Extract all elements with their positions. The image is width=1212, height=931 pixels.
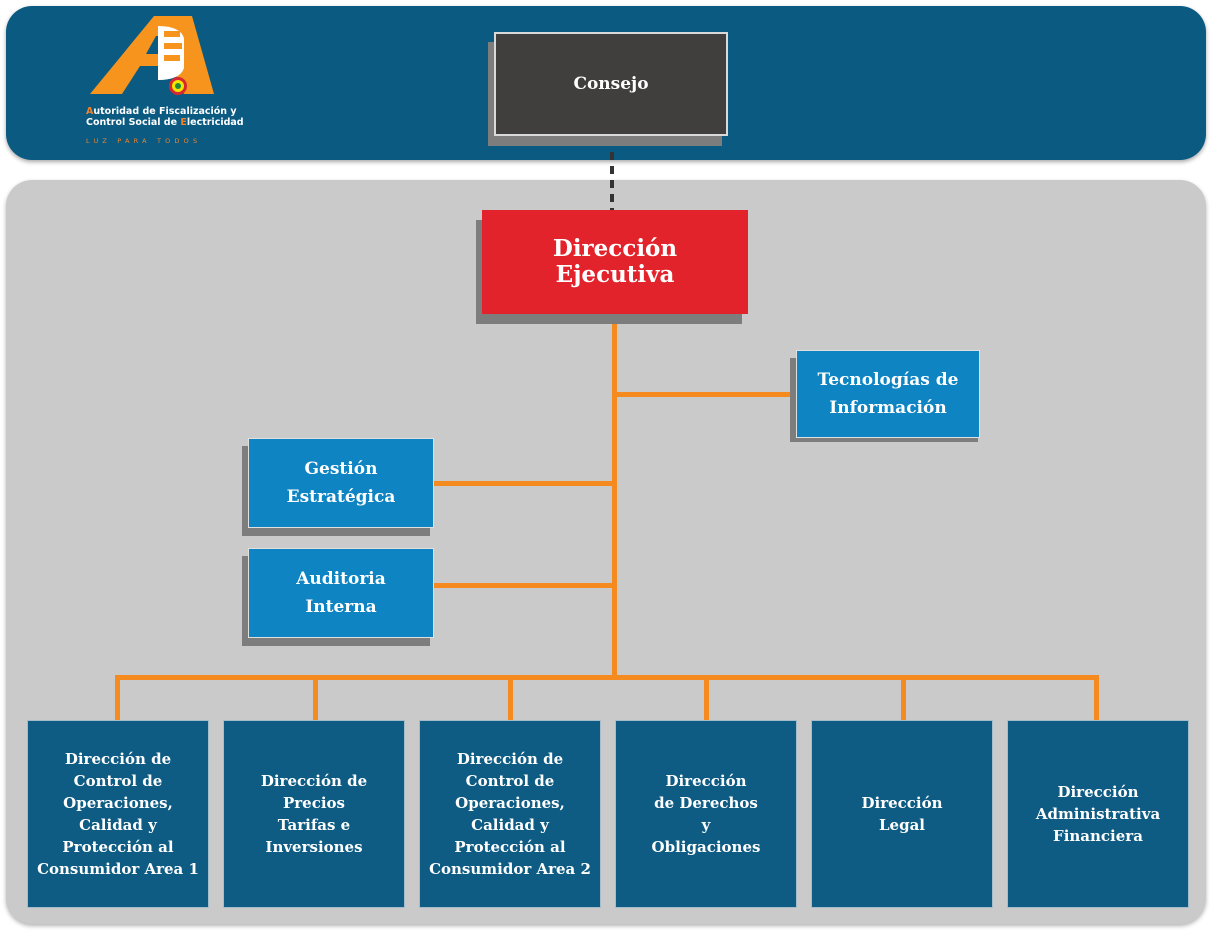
node-unit: Dirección de Control de Operaciones, Cal… — [419, 720, 601, 908]
node-gestion-estrategica: Gestión Estratégica — [248, 438, 434, 528]
logo-name-line2: Control Social de Electricidad — [86, 117, 244, 128]
node-unit: Dirección de Precios Tarifas e Inversion… — [223, 720, 405, 908]
connector-auditoria — [434, 583, 617, 588]
connector-drop — [1094, 675, 1099, 720]
connector-trunk — [612, 314, 617, 678]
node-consejo: Consejo — [494, 32, 728, 136]
dashed-connector — [610, 138, 614, 210]
connector-drop — [115, 675, 120, 720]
connector-drop — [901, 675, 906, 720]
node-unit: Dirección Administrativa Financiera — [1007, 720, 1189, 908]
logo-emblem-icon — [90, 16, 214, 95]
connector-drop — [313, 675, 318, 720]
connector-drop — [508, 675, 513, 720]
node-tecnologias-informacion: Tecnologías de Información — [796, 350, 980, 438]
logo-tagline: LUZ PARA TODOS — [86, 137, 202, 145]
node-direccion-ejecutiva: Dirección Ejecutiva — [482, 210, 748, 314]
connector-bottom-bar — [115, 675, 1099, 680]
node-unit: Dirección de Derechos y Obligaciones — [615, 720, 797, 908]
logo-name-line1: Autoridad de Fiscalización y — [86, 106, 237, 117]
node-unit: Dirección Legal — [811, 720, 993, 908]
connector-tecnologias — [612, 392, 798, 397]
connector-gestion — [434, 481, 617, 486]
node-unit: Dirección de Control de Operaciones, Cal… — [27, 720, 209, 908]
connector-drop — [704, 675, 709, 720]
node-auditoria-interna: Auditoria Interna — [248, 548, 434, 638]
